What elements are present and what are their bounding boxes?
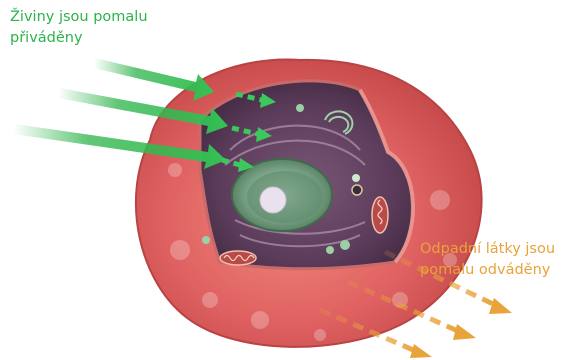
nutrients-label-line-1: Živiny jsou pomalu <box>10 7 148 28</box>
nutrients-label-line-2: přiváděny <box>10 28 148 49</box>
nucleolus <box>260 187 286 213</box>
mitochondrion <box>372 197 388 233</box>
waste-label-line-2: pomalu odváděny <box>420 260 555 281</box>
waste-label: Odpadní látky jsou pomalu odváděny <box>420 239 555 281</box>
mitochondrion <box>220 251 256 265</box>
green-arrow-icon <box>94 58 214 101</box>
waste-label-line-1: Odpadní látky jsou <box>420 239 555 260</box>
nutrients-label: Živiny jsou pomalu přiváděny <box>10 7 148 49</box>
